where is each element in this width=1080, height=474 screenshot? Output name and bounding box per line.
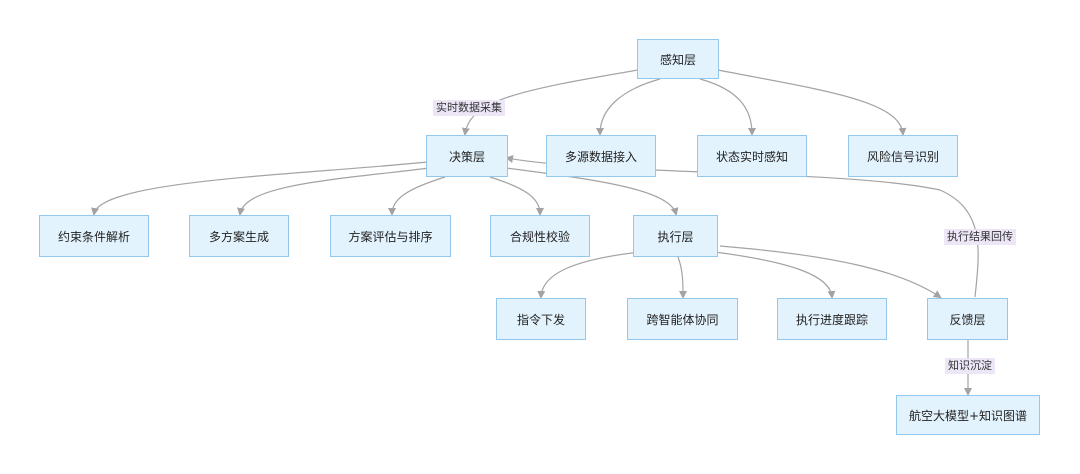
edge-label-result-return: 执行结果回传 [944, 229, 1016, 245]
node-multi-plan-label: 多方案生成 [208, 229, 269, 244]
edge-decision-compliance [489, 176, 544, 216]
edge-execution-crossagent [677, 256, 687, 299]
node-perception[interactable]: 感知层 [637, 39, 719, 79]
node-cross-agent-label: 跨智能体协同 [646, 312, 719, 327]
node-execution[interactable]: 执行层 [633, 215, 718, 257]
node-cross-agent[interactable]: 跨智能体协同 [627, 298, 738, 340]
node-command-issue[interactable]: 指令下发 [496, 298, 586, 340]
edge-perception-multisource [596, 78, 661, 136]
node-plan-rank-label: 方案评估与排序 [348, 229, 433, 244]
node-command-issue-label: 指令下发 [516, 312, 565, 327]
edge-decision-execution [505, 167, 679, 216]
edge-execution-progress [714, 251, 836, 299]
edge-perception-status [699, 78, 756, 136]
edge-label-realtime-collect: 实时数据采集 [433, 100, 505, 116]
edge-perception-decision [461, 69, 639, 136]
node-risk-signal[interactable]: 风险信号识别 [848, 135, 958, 177]
node-status-sense[interactable]: 状态实时感知 [697, 135, 807, 177]
node-multi-plan[interactable]: 多方案生成 [189, 215, 289, 257]
node-perception-label: 感知层 [659, 52, 696, 67]
node-multi-source-label: 多源数据接入 [564, 149, 637, 164]
node-execution-label: 执行层 [657, 229, 694, 244]
node-status-sense-label: 状态实时感知 [715, 149, 788, 164]
edge-decision-constraint [91, 161, 428, 216]
node-compliance[interactable]: 合规性校验 [490, 215, 590, 257]
node-constraint-parse-label: 约束条件解析 [57, 229, 130, 244]
node-aviation-model[interactable]: 航空大模型+知识图谱 [896, 395, 1040, 435]
edge-execution-command [537, 251, 641, 299]
node-progress-track[interactable]: 执行进度跟踪 [777, 298, 887, 340]
node-decision[interactable]: 决策层 [426, 135, 508, 177]
node-plan-rank[interactable]: 方案评估与排序 [330, 215, 451, 257]
node-risk-signal-label: 风险信号识别 [866, 149, 939, 164]
node-aviation-model-label: 航空大模型+知识图谱 [908, 408, 1028, 423]
node-progress-track-label: 执行进度跟踪 [795, 312, 868, 327]
node-multi-source[interactable]: 多源数据接入 [546, 135, 656, 177]
node-decision-label: 决策层 [448, 149, 485, 164]
edge-perception-risk [717, 69, 907, 136]
edge-execution-feedback [719, 245, 942, 299]
node-feedback[interactable]: 反馈层 [927, 298, 1008, 340]
node-feedback-label: 反馈层 [949, 312, 986, 327]
edge-label-knowledge: 知识沉淀 [945, 358, 995, 374]
edge-decision-multiplan [237, 167, 431, 216]
node-constraint-parse[interactable]: 约束条件解析 [39, 215, 149, 257]
edge-decision-planrank [388, 176, 446, 216]
node-compliance-label: 合规性校验 [509, 229, 570, 244]
